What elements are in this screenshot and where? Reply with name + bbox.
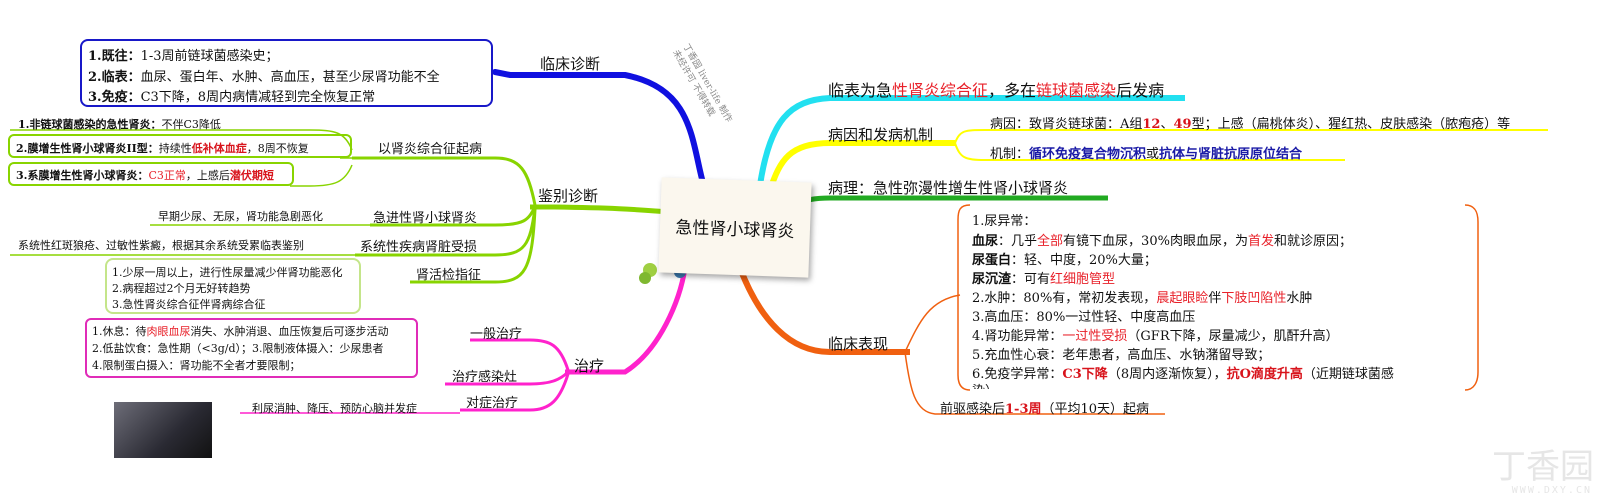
biopsy-box <box>105 258 361 314</box>
clinical-l6: 3.高血压：80%一过性轻、中度高血压 <box>972 310 1196 325</box>
general-line-3: 4.限制蛋白摄入：肾功能不全者才要限制； <box>92 359 301 372</box>
clinical-l3: 尿蛋白：轻、中度，20%大量； <box>972 253 1157 268</box>
biopsy-item-2: 2.病程超过2个月无好转趋势 <box>112 282 251 295</box>
mesangial-box <box>8 162 294 186</box>
biopsy-item-1: 1.少尿一周以上，进行性尿量减少伴肾功能恶化 <box>112 266 343 279</box>
label-biopsy: 肾活检指征 <box>416 268 482 283</box>
dxy-logo: 丁香园 <box>1492 447 1594 487</box>
label-clinical-diagnosis: 临床诊断 <box>540 55 601 73</box>
general-line-1: 1.休息：待肉眼血尿消失、水肿消退、血压恢复后可逐步活动 <box>92 325 389 338</box>
note-rpgn: 早期少尿、无尿，肾功能急剧恶化 <box>158 210 323 223</box>
clinical-l8: 5.充血性心衰：老年患者，高血压、水钠潴留导致； <box>972 348 1271 363</box>
label-symptomatic: 对症治疗 <box>466 396 519 411</box>
branch-differential <box>530 204 669 215</box>
biopsy-item-3: 3.急性肾炎综合征伴肾病综合征 <box>112 298 266 311</box>
diag-item-3: 3.免疫：C3下降，8周内病情减轻到完全恢复正常 <box>88 90 376 105</box>
sub-mechanism <box>954 142 1345 161</box>
diff-nonstrep: 1.非链球菌感染的急性肾炎：不伴C3降低 <box>18 118 221 131</box>
clinical-l5: 2.水肿：80%有，常初发表现，晨起眼睑伴下肢凹陷性水肿 <box>972 291 1313 306</box>
general-line-2: 2.低盐饮食：急性期（<3g/d）；3.限制液体摄入：少尿患者 <box>92 342 384 355</box>
clinical-l4: 尿沉渣：可有红细胞管型 <box>972 272 1116 287</box>
portrait-image <box>114 402 212 458</box>
label-systemic: 系统性疾病肾脏受损 <box>360 240 478 255</box>
sub-nephrotic <box>352 156 537 206</box>
sub-symptoms <box>904 294 961 353</box>
etiology-mechanism: 机制：循环免疫复合物沉积或抗体与肾脏抗原原位结合 <box>990 147 1303 162</box>
central-topic: 急性肾小球肾炎 <box>658 177 812 278</box>
note-systemic: 系统性红斑狼疮、过敏性紫癜，根据其余系统受累临表鉴别 <box>18 239 304 252</box>
clinical-l9: 6.免疫学异常：C3下降（8周内逐渐恢复），抗O滴度升高（近期链球菌感 <box>972 367 1394 382</box>
clinical-bracket <box>957 204 971 391</box>
clinical-l7: 4.肾功能异常：一过性受损（GFR下降，尿量减少，肌酐升高） <box>972 329 1339 344</box>
branch-etiology <box>767 140 955 191</box>
presentation-summary: 临表为急性肾炎综合征，多在链球菌感染后发病 <box>828 81 1165 100</box>
sub-onset <box>904 351 1165 415</box>
label-clinical: 临床表现 <box>828 335 889 353</box>
sub-general <box>470 338 570 371</box>
sub-symptomatic <box>460 373 570 412</box>
note-line-nonstrep <box>10 129 353 151</box>
clinical-l2: 血尿：几乎全部有镜下血尿，30%肉眼血尿，为首发和就诊原因； <box>972 234 1352 249</box>
label-general-treatment: 一般治疗 <box>470 327 523 342</box>
sub-infection <box>445 370 570 386</box>
label-pathology: 病理：急性弥漫性增生性肾小球肾炎 <box>828 179 1069 197</box>
onset: 前驱感染后1-3周（平均10天）起病 <box>940 402 1150 417</box>
label-differential: 鉴别诊断 <box>538 187 599 205</box>
branch-pathology <box>789 195 1108 208</box>
mpgn-box <box>8 134 352 158</box>
diag-item-1: 1.既往：1-3周前链球菌感染史； <box>88 49 279 64</box>
clinical-diagnosis-box <box>80 39 493 107</box>
label-rpgn: 急进性肾小球肾炎 <box>373 211 478 226</box>
diag-item-2: 2.临表：血尿、蛋白年、水肿、高血压，甚至少尿肾功能不全 <box>88 70 440 85</box>
label-infection: 治疗感染灶 <box>452 370 518 385</box>
clinical-l1: 1.尿异常： <box>972 214 1037 229</box>
branch-presentation <box>757 95 1185 186</box>
label-etiology: 病因和发病机制 <box>828 126 934 144</box>
branch-clinical <box>737 266 910 355</box>
note-symptomatic: 利尿消肿、降压、预防心脑并发症 <box>252 402 417 415</box>
clinical-l9-cut: 染） <box>972 380 998 389</box>
dxy-url: WWW.DXY.CN <box>1511 485 1592 496</box>
label-treatment: 治疗 <box>574 357 605 375</box>
etiology-cause: 病因：致肾炎链球菌：A组12、49型；上感（扁桃体炎）、猩红热、皮肤感染（脓疱疮… <box>990 117 1511 132</box>
sub-biopsy <box>410 208 537 284</box>
general-treatment-box <box>85 318 418 378</box>
central-topic-title: 急性肾小球肾炎 <box>675 217 795 243</box>
diff-mpgn: 2.膜增生性肾小球肾炎II型：持续性低补体血症，8周不恢复 <box>16 142 309 155</box>
note-line-mesangial <box>290 164 353 187</box>
clinical-bracket-right <box>1464 204 1479 391</box>
label-nephrotic: 以肾炎综合征起病 <box>378 142 483 157</box>
diff-mesangial: 3.系膜增生性肾小球肾炎：C3正常，上感后潜伏期短 <box>16 169 274 182</box>
branch-treatment <box>565 267 688 375</box>
sub-rpgn <box>370 206 537 227</box>
sub-cause <box>954 129 1548 144</box>
